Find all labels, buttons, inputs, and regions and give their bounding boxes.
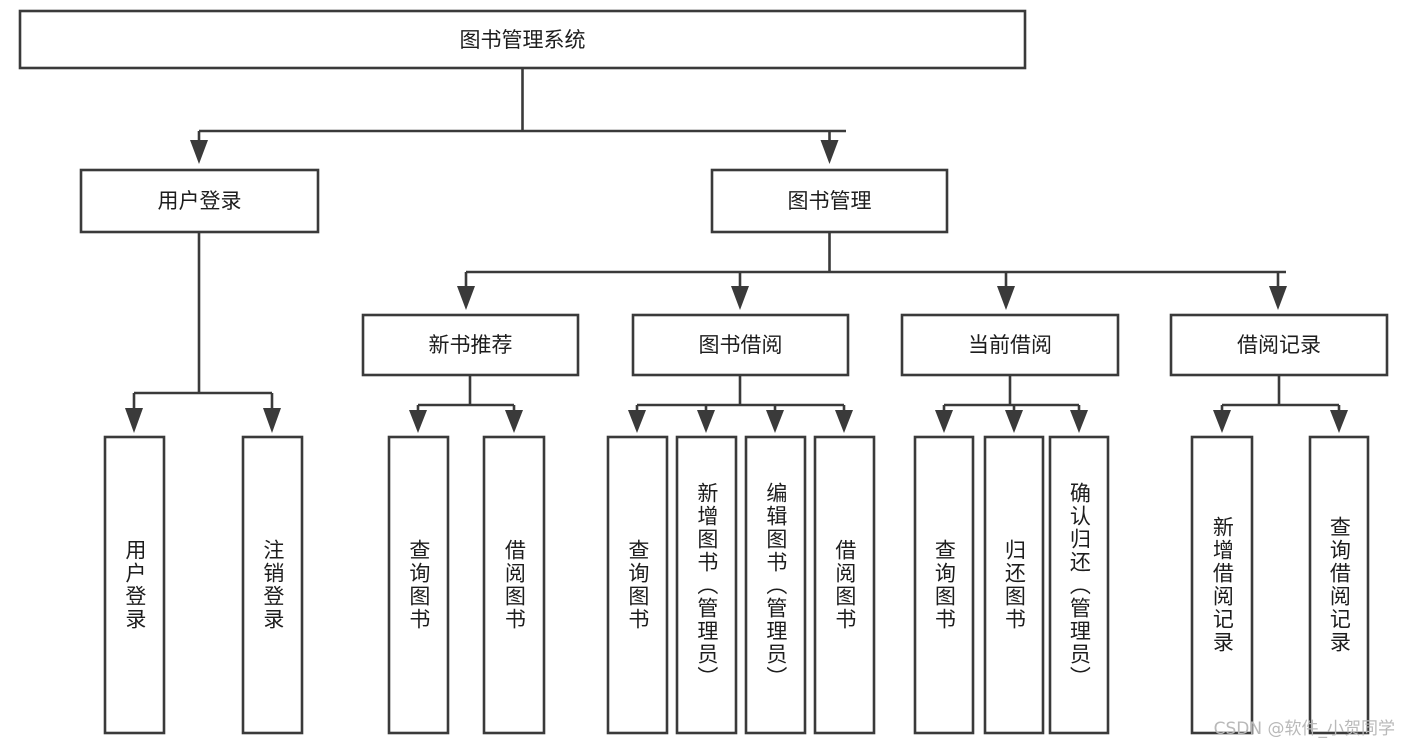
leaf-box-add-book[interactable]: [675, 435, 738, 735]
leaf-box-query-record[interactable]: [1308, 435, 1370, 735]
node-borrow-record[interactable]: 借阅记录: [1169, 313, 1389, 377]
edge-group-borrow-record: [1213, 375, 1348, 433]
arrow-head-leaf-logout: [263, 408, 281, 433]
node-book-manage[interactable]: 图书管理: [710, 168, 949, 234]
leaf-box-borrow-book-1[interactable]: [482, 435, 546, 735]
node-current-borrow-label: 当前借阅: [968, 333, 1052, 357]
leaf-boxes: [103, 435, 1370, 735]
arrow-head-leaf-borrow-book-1: [505, 410, 523, 433]
edge-group-root: [190, 68, 846, 164]
edge-group-user-login: [125, 232, 281, 433]
arrow-head-current-borrow: [997, 286, 1015, 310]
edge-group-current-borrow: [935, 375, 1088, 433]
leaf-box-query-book-3[interactable]: [913, 435, 975, 735]
arrow-head-leaf-query-book-3: [935, 410, 953, 433]
node-current-borrow[interactable]: 当前借阅: [900, 313, 1120, 377]
node-new-book-recommend[interactable]: 新书推荐: [361, 313, 580, 377]
leaf-box-query-book-1[interactable]: [387, 435, 450, 735]
node-user-login-box[interactable]: [79, 168, 320, 234]
node-book-manage-box[interactable]: [710, 168, 949, 234]
node-new-book-recommend-box[interactable]: [361, 313, 580, 377]
node-user-login[interactable]: 用户登录: [79, 168, 320, 234]
leaf-box-edit-book[interactable]: [744, 435, 807, 735]
node-borrow-record-label: 借阅记录: [1237, 333, 1321, 357]
node-root-system-label: 图书管理系统: [460, 28, 586, 52]
node-book-borrow-box[interactable]: [631, 313, 850, 377]
leaf-box-return-book[interactable]: [983, 435, 1045, 735]
node-book-borrow[interactable]: 图书借阅: [631, 313, 850, 377]
edge-group-book-manage: [457, 232, 1287, 310]
arrow-head-leaf-edit-book: [766, 410, 784, 433]
arrow-head-book-manage: [820, 140, 839, 164]
node-current-borrow-box[interactable]: [900, 313, 1120, 377]
leaf-box-borrow-book-2[interactable]: [813, 435, 876, 735]
node-root-system-box[interactable]: [18, 9, 1027, 70]
arrow-head-borrow-record: [1269, 286, 1287, 310]
arrow-head-user-login: [190, 140, 208, 164]
arrow-head-leaf-query-record: [1330, 410, 1348, 433]
arrow-head-leaf-borrow-book-2: [835, 410, 853, 433]
leaf-box-query-book-2[interactable]: [606, 435, 669, 735]
arrow-head-leaf-query-book-1: [409, 410, 427, 433]
watermark-label: CSDN @软件_小贺同学: [1214, 719, 1395, 739]
arrow-head-leaf-user-login: [125, 408, 143, 433]
leaf-box-add-record[interactable]: [1190, 435, 1254, 735]
node-book-borrow-label: 图书借阅: [699, 333, 783, 357]
edge-group-book-borrow: [628, 375, 853, 433]
leaf-box-user-login[interactable]: [103, 435, 166, 735]
node-new-book-recommend-label: 新书推荐: [429, 333, 513, 357]
arrow-head-leaf-add-record: [1213, 410, 1231, 433]
arrow-head-leaf-confirm-return: [1070, 410, 1088, 433]
arrow-head-leaf-query-book-2: [628, 410, 646, 433]
node-book-manage-label: 图书管理: [788, 189, 872, 213]
edge-group-new-book: [409, 375, 523, 433]
node-user-login-label: 用户登录: [158, 189, 242, 213]
arrow-head-new-book: [457, 286, 475, 310]
node-root-system[interactable]: 图书管理系统: [18, 9, 1027, 70]
leaf-box-logout[interactable]: [241, 435, 304, 735]
node-borrow-record-box[interactable]: [1169, 313, 1389, 377]
arrow-head-leaf-add-book: [697, 410, 715, 433]
leaf-box-confirm-return[interactable]: [1048, 435, 1110, 735]
arrow-head-book-borrow: [731, 286, 749, 310]
arrow-head-leaf-return-book: [1005, 410, 1023, 433]
